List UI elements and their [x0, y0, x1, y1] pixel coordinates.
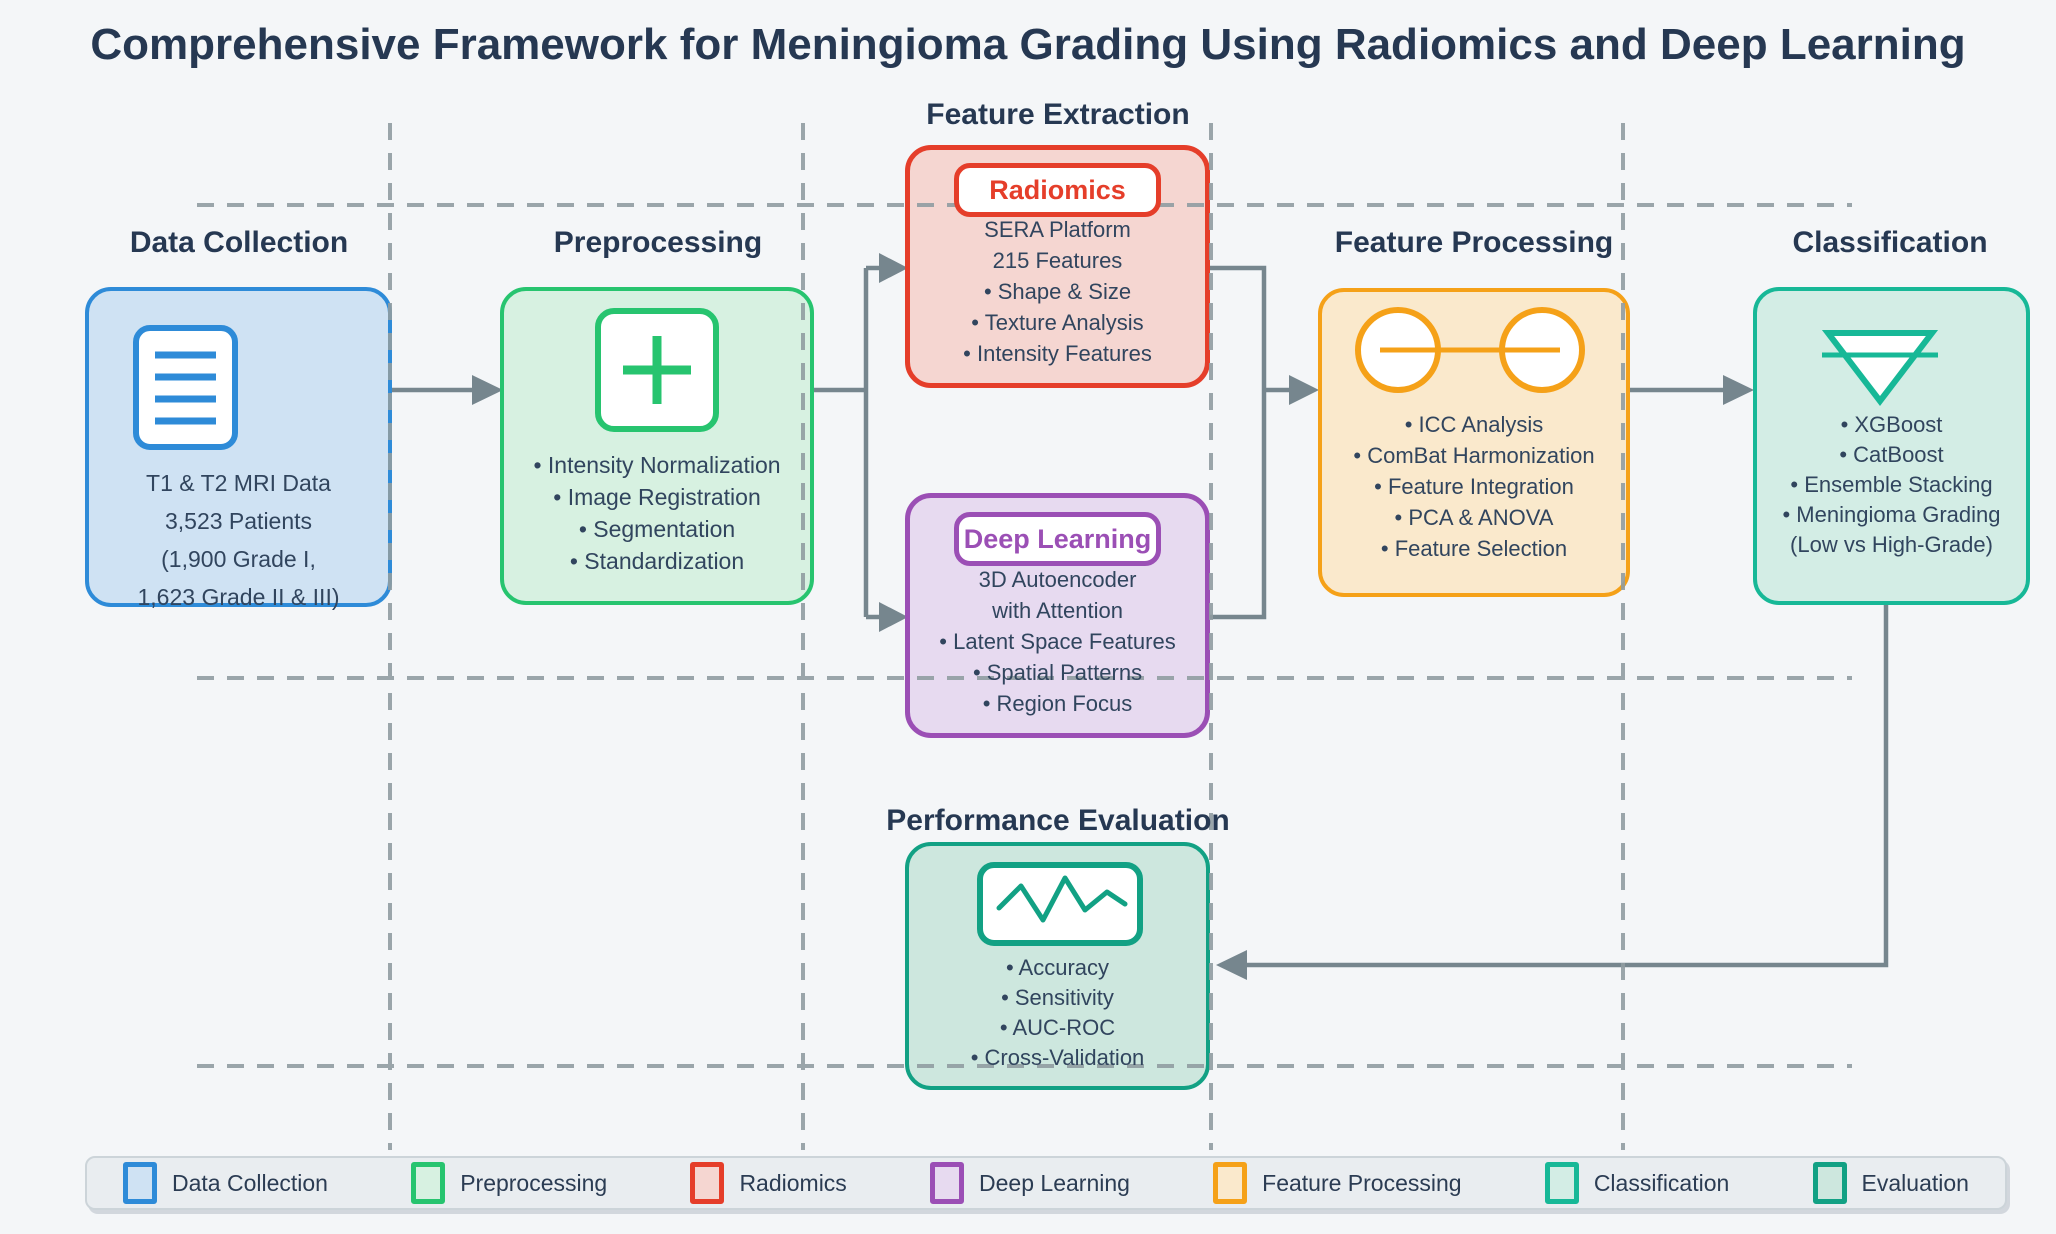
- text-line: SERA Platform: [984, 217, 1131, 242]
- text-line: • Feature Selection: [1380, 536, 1568, 561]
- text-line: • Cross-Validation: [970, 1045, 1145, 1070]
- line-chart-icon: [977, 862, 1143, 946]
- heading-feature-extraction: Feature Extraction: [926, 98, 1190, 131]
- deep-learning-swatch: [930, 1162, 965, 1204]
- text-line: • PCA & ANOVA: [1394, 505, 1554, 530]
- classification-text: • XGBoost • CatBoost • Ensemble Stacking…: [1757, 410, 2026, 560]
- arrowhead-into-evaluation: [1216, 950, 1247, 980]
- heading-classification: Classification: [1792, 226, 1988, 259]
- radiomics-text: SERA Platform 215 Features • Shape & Siz…: [910, 214, 1205, 369]
- arrowhead-into-deeplearning: [879, 602, 908, 632]
- legend-label: Classification: [1593, 1169, 1730, 1196]
- text-line: (1,900 Grade I,: [161, 546, 316, 572]
- radiomics-pill-label: Radiomics: [954, 163, 1161, 217]
- legend-item-evaluation: Evaluation: [1812, 1162, 1969, 1204]
- preprocessing-text: • Intensity Normalization • Image Regist…: [504, 449, 810, 577]
- connector-preprocessing-split: [814, 265, 879, 620]
- heading-preprocessing: Preprocessing: [553, 226, 763, 259]
- data-collection-swatch: [123, 1162, 157, 1204]
- text-line: • Region Focus: [982, 691, 1133, 716]
- legend-label: Data Collection: [172, 1169, 328, 1196]
- evaluation-swatch: [1812, 1162, 1847, 1204]
- legend-label: Feature Processing: [1262, 1169, 1462, 1196]
- heading-feature-processing: Feature Processing: [1334, 226, 1614, 259]
- legend-item-classification: Classification: [1544, 1162, 1730, 1204]
- document-icon: [133, 325, 238, 450]
- text-line: • ICC Analysis: [1404, 412, 1544, 437]
- connector-classification-evaluation: [1247, 605, 1889, 968]
- text-line: • Latent Space Features: [939, 629, 1176, 654]
- text-line: 215 Features: [992, 248, 1123, 273]
- filter-funnel-icon: [1821, 330, 1939, 406]
- preprocessing-box: • Intensity Normalization • Image Regist…: [500, 287, 814, 605]
- text-line: 3,523 Patients: [164, 508, 313, 534]
- legend-item-radiomics: Radiomics: [690, 1162, 847, 1204]
- text-line: • Standardization: [569, 548, 745, 574]
- legend-item-data-collection: Data Collection: [123, 1162, 328, 1204]
- text-line: • Meningioma Grading: [1782, 502, 2001, 527]
- text-line: • Image Registration: [553, 484, 761, 510]
- text-line: • Spatial Patterns: [972, 660, 1143, 685]
- legend-label: Deep Learning: [979, 1169, 1130, 1196]
- deep-learning-text: 3D Autoencoder with Attention • Latent S…: [910, 564, 1205, 719]
- text-line: • AUC-ROC: [999, 1015, 1116, 1040]
- performance-evaluation-text: • Accuracy • Sensitivity • AUC-ROC • Cro…: [909, 953, 1206, 1073]
- arrowhead-into-radiomics: [879, 253, 908, 283]
- text-line: • Feature Integration: [1374, 474, 1574, 499]
- text-line: • Sensitivity: [1001, 985, 1114, 1010]
- arrowhead-into-preprocessing: [472, 375, 503, 405]
- legend-label: Radiomics: [739, 1169, 847, 1196]
- data-collection-text: T1 & T2 MRI Data 3,523 Patients (1,900 G…: [89, 464, 388, 616]
- radiomics-swatch: [690, 1162, 725, 1204]
- text-line: • Accuracy: [1005, 955, 1110, 980]
- page-title: Comprehensive Framework for Meningioma G…: [90, 20, 1966, 69]
- data-collection-box: T1 & T2 MRI Data 3,523 Patients (1,900 G…: [85, 287, 392, 610]
- preprocessing-swatch: [411, 1162, 446, 1204]
- text-line: T1 & T2 MRI Data: [146, 470, 331, 496]
- radiomics-box: Radiomics SERA Platform 215 Features • S…: [905, 145, 1210, 388]
- text-line: • Intensity Features: [963, 341, 1152, 366]
- legend-bar: Data Collection Preprocessing Radiomics …: [85, 1156, 2007, 1210]
- performance-evaluation-box: • Accuracy • Sensitivity • AUC-ROC • Cro…: [905, 842, 1210, 1090]
- text-line: • Segmentation: [578, 516, 736, 542]
- classification-swatch: [1544, 1162, 1579, 1204]
- text-line: • CatBoost: [1839, 442, 1944, 467]
- deep-learning-pill-label: Deep Learning: [954, 512, 1161, 566]
- text-line: • Ensemble Stacking: [1790, 472, 1993, 497]
- text-line: with Attention: [992, 598, 1123, 623]
- legend-item-preprocessing: Preprocessing: [411, 1162, 607, 1204]
- legend-label: Preprocessing: [460, 1169, 608, 1196]
- heading-data-collection: Data Collection: [129, 226, 349, 259]
- feature-processing-text: • ICC Analysis • ComBat Harmonization • …: [1322, 409, 1626, 564]
- linked-circles-icon: [1355, 307, 1585, 393]
- feature-processing-swatch: [1213, 1162, 1248, 1204]
- legend-item-deep-learning: Deep Learning: [930, 1162, 1130, 1204]
- text-line: (Low vs High-Grade): [1790, 532, 1993, 557]
- text-line: 1,623 Grade II & III): [137, 584, 340, 610]
- text-line: 3D Autoencoder: [978, 567, 1137, 592]
- feature-processing-box: • ICC Analysis • ComBat Harmonization • …: [1318, 288, 1630, 597]
- legend-label: Evaluation: [1861, 1169, 1969, 1196]
- deep-learning-box: Deep Learning 3D Autoencoder with Attent…: [905, 493, 1210, 738]
- heading-performance-evaluation: Performance Evaluation: [886, 804, 1230, 837]
- text-line: • Shape & Size: [983, 279, 1132, 304]
- text-line: • Texture Analysis: [971, 310, 1144, 335]
- classification-box: • XGBoost • CatBoost • Ensemble Stacking…: [1753, 287, 2030, 605]
- arrowhead-into-featureprocessing: [1289, 375, 1319, 405]
- text-line: • XGBoost: [1840, 412, 1943, 437]
- plus-icon: [595, 308, 719, 432]
- connector-extraction-merge: [1210, 265, 1289, 620]
- arrowhead-into-classification: [1723, 375, 1754, 405]
- text-line: • Intensity Normalization: [533, 452, 781, 478]
- text-line: • ComBat Harmonization: [1353, 443, 1595, 468]
- legend-item-feature-processing: Feature Processing: [1213, 1162, 1462, 1204]
